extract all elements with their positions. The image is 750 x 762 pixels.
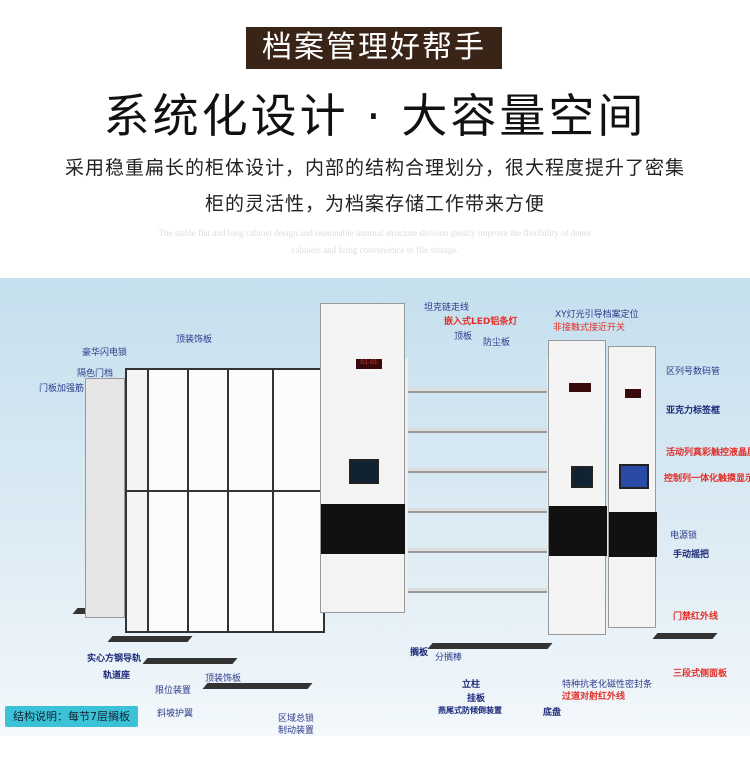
label-door-rib: 门板加强筋: [39, 384, 85, 394]
black-band: [321, 504, 406, 554]
label-rail-seat: 轨道座: [103, 671, 131, 681]
label-rail: 实心方钢导轨: [87, 654, 142, 664]
label-chassis: 底盘: [543, 708, 562, 718]
touch-screen: [349, 459, 379, 484]
rail: [427, 643, 553, 649]
shelf: [408, 548, 547, 553]
structure-badge: 结构说明：每节7层搁板: [5, 706, 138, 727]
label-brake: 制动装置: [278, 726, 315, 736]
label-top-plate: 顶板: [454, 332, 473, 342]
black-band: [549, 506, 607, 556]
label-acrylic: 亚克力标签框: [666, 406, 721, 416]
label-top-deco: 顶装饰板: [176, 335, 213, 345]
control-column-panel: [608, 346, 657, 628]
shelf: [408, 388, 547, 393]
label-hanging: 挂板: [467, 694, 486, 704]
cabinet-door: [272, 370, 323, 631]
label-hand-crank: 手动摇把: [673, 550, 710, 560]
cabinet-door: [147, 370, 187, 631]
rail: [107, 636, 193, 642]
cabinet-door: [227, 370, 272, 631]
label-dust-plate: 防尘板: [483, 338, 511, 348]
shelf: [408, 468, 547, 473]
label-led-strip: 嵌入式LED铝条灯: [444, 317, 518, 327]
label-area-lock: 区域总锁: [278, 714, 315, 724]
label-control-screen: 控制列一体化触摸显示屏: [664, 474, 750, 484]
rail: [142, 658, 238, 664]
label-door-stop: 隔色门档: [77, 369, 114, 379]
side-panel: 01-01: [320, 303, 406, 613]
digital-tube-2: [569, 383, 591, 392]
open-shelving: [405, 358, 550, 628]
label-limit: 限位装置: [155, 686, 192, 696]
label-digital-tube: 区列号数码管: [666, 367, 721, 377]
label-anti-tip: 燕尾式防倾倒装置: [438, 706, 502, 715]
black-band: [609, 512, 657, 557]
digital-tube-3: [625, 389, 641, 398]
mobile-column-panel: [548, 340, 607, 635]
page-title: 系统化设计 · 大容量空间: [103, 89, 647, 143]
label-lock: 豪华闪电锁: [82, 348, 128, 358]
cabinet-door: [187, 370, 227, 631]
rail: [652, 633, 718, 639]
shelf: [408, 508, 547, 513]
shelf: [408, 428, 547, 433]
label-proximity: 非接触式接近开关: [553, 323, 626, 333]
label-ramp: 斜坡护翼: [157, 709, 194, 719]
subtitle-line-1: 采用稳重扁长的柜体设计，内部的结构合理划分，很大程度提升了密集: [64, 157, 685, 179]
touch-lcd: [571, 466, 593, 488]
label-power-lock: 电源锁: [670, 531, 698, 541]
product-illustration: 01-01: [0, 278, 750, 736]
english-line-1: The stable flat and long cabinet design …: [158, 228, 592, 238]
control-screen: [619, 464, 649, 489]
label-tank-chain: 坦克链走线: [424, 303, 470, 313]
cabinet-row: [125, 368, 325, 633]
label-seal: 特种抗老化磁性密封条: [562, 680, 653, 690]
label-side-panel: 三段式侧面板: [673, 669, 728, 679]
banner: 档案管理好帮手: [246, 27, 502, 69]
label-aisle-ir: 过道对射红外线: [562, 692, 626, 702]
label-top-deco-2: 顶装饰板: [205, 674, 242, 684]
label-shelf: 搁板: [410, 648, 429, 658]
english-line-2: cabinets and bring convenience to file s…: [291, 245, 459, 255]
label-door-ir: 门禁红外线: [673, 612, 719, 622]
open-door: [85, 378, 125, 618]
label-divider: 分搁棒: [435, 653, 463, 663]
label-xy-light: XY灯光引导档案定位: [555, 310, 639, 320]
label-column: 立柱: [462, 680, 481, 690]
label-touch-lcd: 活动列真彩触控液晶屏: [666, 448, 750, 458]
shelf: [408, 588, 547, 593]
digital-tube: 01-01: [356, 359, 382, 369]
subtitle-line-2: 柜的灵活性，为档案存储工作带来方便: [204, 193, 545, 215]
